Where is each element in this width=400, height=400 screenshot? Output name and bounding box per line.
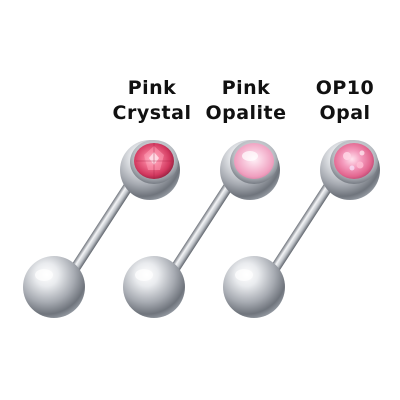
label-line-1: Pink: [221, 77, 271, 99]
gem-op10-opal: [334, 143, 374, 179]
label-line-2: Opal: [319, 102, 371, 124]
barbell-pink-crystal: [23, 140, 180, 318]
barbell-shaft: [57, 168, 143, 292]
barbell-shaft: [157, 168, 243, 292]
barbell-shaft: [257, 168, 343, 292]
bottom-ball: [23, 256, 85, 318]
label-line-2: Crystal: [112, 102, 192, 124]
product-label-pink-crystal: Pink Crystal: [112, 76, 192, 126]
barbell-op10-opal: [223, 140, 380, 318]
label-line-2: Opalite: [205, 102, 287, 124]
bottom-ball: [123, 256, 185, 318]
label-line-1: OP10: [315, 77, 375, 99]
bottom-ball: [223, 256, 285, 318]
product-label-op10-opal: OP10 Opal: [305, 76, 385, 126]
label-line-1: Pink: [127, 77, 177, 99]
gem-pink-opalite: [234, 143, 274, 179]
product-label-pink-opalite: Pink Opalite: [203, 76, 289, 126]
barbell-pink-opalite: [123, 140, 280, 318]
